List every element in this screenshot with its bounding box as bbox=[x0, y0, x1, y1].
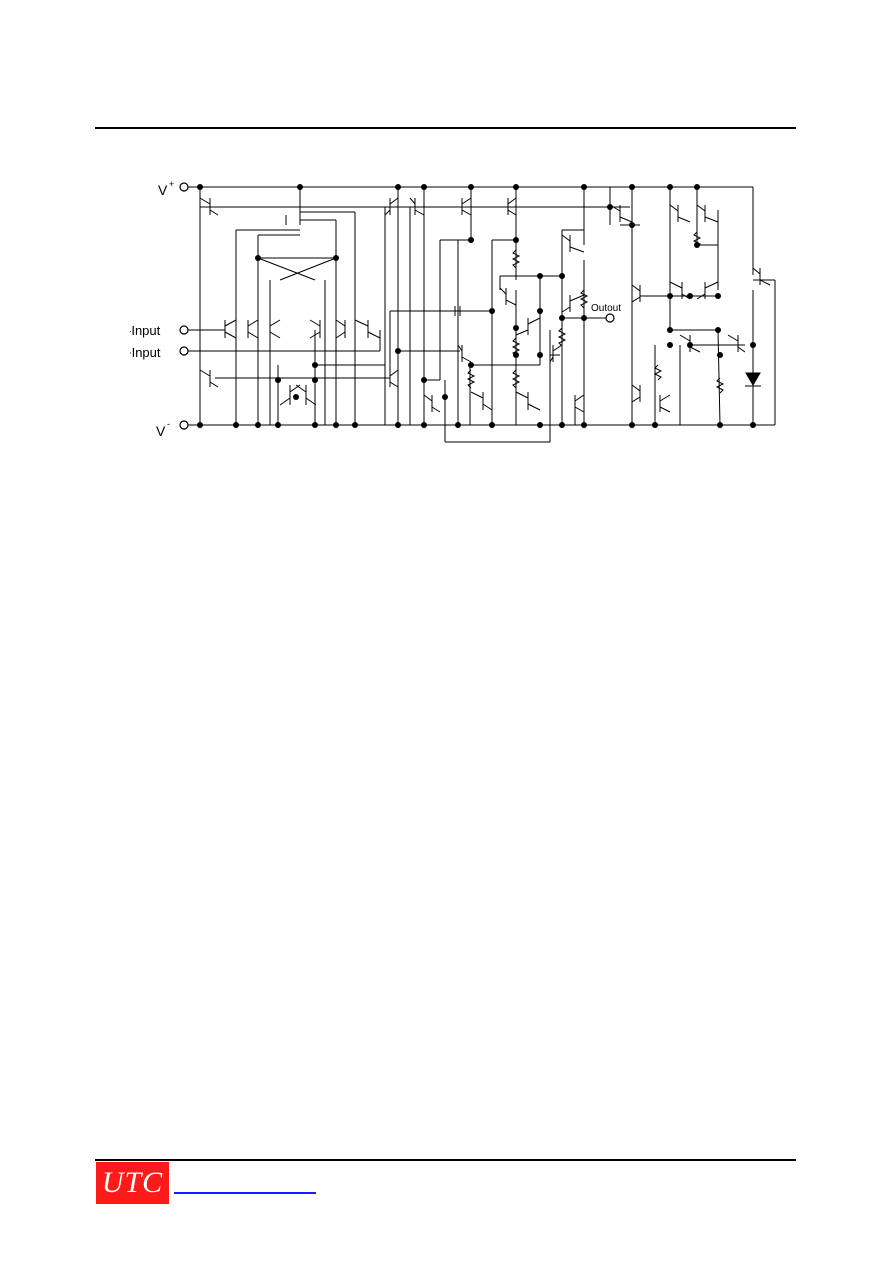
header-rule bbox=[95, 127, 796, 129]
minus-input-terminal bbox=[179, 325, 189, 335]
vminus-superscript: - bbox=[167, 419, 170, 429]
circuit-schematic: V + V - -Input +Input Outout bbox=[130, 179, 776, 443]
resistor bbox=[511, 337, 521, 357]
minus-input-label: -Input bbox=[130, 323, 161, 338]
diode-icon bbox=[745, 372, 761, 386]
resistor bbox=[579, 289, 589, 309]
resistor bbox=[653, 364, 663, 381]
resistor bbox=[511, 369, 521, 389]
vminus-terminal bbox=[179, 420, 189, 430]
output-terminal bbox=[605, 313, 615, 323]
vplus-terminal bbox=[179, 182, 189, 192]
vplus-superscript: + bbox=[169, 179, 174, 189]
vplus-label: V bbox=[158, 182, 168, 198]
plus-input-terminal bbox=[179, 346, 189, 356]
resistor bbox=[511, 249, 521, 269]
footer-rule bbox=[95, 1159, 796, 1161]
transistor-group bbox=[199, 197, 771, 413]
footer-link[interactable] bbox=[174, 1192, 316, 1194]
resistor bbox=[715, 377, 725, 394]
vminus-label: V bbox=[156, 423, 166, 439]
utc-logo-text: UTC bbox=[101, 1166, 164, 1199]
resistor bbox=[466, 369, 476, 389]
junction-dots bbox=[197, 184, 756, 428]
resistor bbox=[557, 327, 567, 347]
output-label: Outout bbox=[591, 303, 621, 314]
plus-input-label: +Input bbox=[130, 345, 161, 360]
utc-logo: UTC bbox=[96, 1162, 169, 1204]
